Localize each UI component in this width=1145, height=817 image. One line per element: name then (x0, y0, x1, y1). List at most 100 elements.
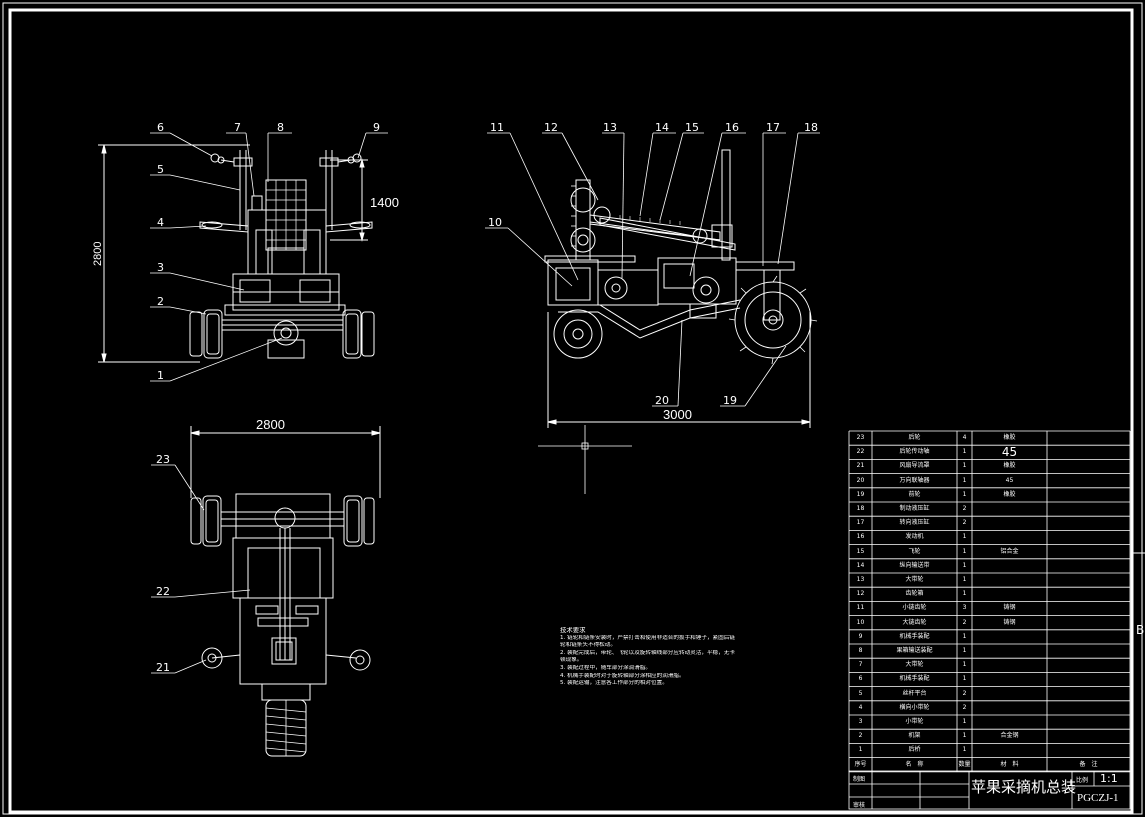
bom-cell-no: 2 (858, 732, 863, 740)
note-line: 3. 装配过程中，随车部分涂润滑脂。 (560, 664, 652, 671)
bom-cell-mat (972, 516, 1047, 530)
bom-cell-qty: 1 (962, 490, 967, 498)
bom-cell-qty: 1 (962, 533, 967, 541)
bom-cell-no: 18 (856, 505, 865, 512)
bom-cell-mat (972, 672, 1047, 686)
bom-cell-name: 果箱输送装配 (896, 647, 933, 654)
bom-cell-qty: 2 (962, 703, 967, 711)
bom-cell-name: 大带轮 (905, 576, 924, 583)
bom-cell-qty: 1 (962, 448, 967, 456)
bom-cell-mat (972, 658, 1047, 672)
front-view (98, 132, 388, 382)
bom-cell-mat: 铝合金 (1000, 547, 1019, 555)
bom-cell-mat (972, 502, 1047, 516)
bom-cell-no: 5 (858, 689, 863, 697)
callout-17: 17 (766, 121, 780, 134)
bom-cell-name: 齿轮箱 (905, 590, 924, 598)
bom-cell-no: 10 (856, 618, 865, 626)
front-view-labels: 2800 1400 6 7 8 9 5 4 3 2 1 (92, 121, 399, 382)
bom-cell-name: 机械手装配 (899, 675, 930, 683)
callout-7: 7 (234, 121, 241, 134)
bom-cell-qty: 2 (962, 689, 967, 697)
bom-cell-no: 9 (858, 632, 863, 640)
callout-10: 10 (488, 216, 502, 229)
bom-cell-mat: 橡胶 (1003, 434, 1016, 441)
callout-5: 5 (157, 163, 164, 176)
bom-cell-no: 8 (858, 647, 863, 654)
bom-cell-name: 前轮 (908, 490, 921, 498)
note-line: 1. 链轮和链条安装时，严禁打击和使用非适合的扳手和锤子，紧固后链 (560, 634, 735, 641)
bom-cell-name: 发动机 (905, 533, 924, 541)
bom-grid (848, 430, 1131, 773)
bom-row: 5 丝杆平台 2 (849, 687, 1130, 701)
bom-cell-name: 飞轮 (908, 547, 921, 555)
callout-18: 18 (804, 121, 818, 134)
bom-cell-mat (972, 687, 1047, 701)
drawn-label: 制图 (853, 776, 866, 783)
dim-side-length: 3000 (663, 407, 692, 422)
bom-cell-name: 后轮 (908, 434, 921, 441)
side-view-labels: 3000 11 12 13 14 15 16 17 18 10 20 19 (488, 121, 818, 422)
bom-cell-no: 6 (858, 675, 863, 683)
bom-cell-qty: 1 (962, 462, 967, 470)
bom-cell-mat: 橡胶 (1003, 462, 1016, 470)
callout-11: 11 (490, 121, 504, 134)
bom-cell-qty: 1 (962, 476, 967, 484)
bom-cell-no: 20 (856, 476, 865, 484)
callout-13: 13 (603, 121, 617, 134)
bom-cell-qty: 4 (962, 434, 967, 441)
bom-cell-mat (972, 559, 1047, 573)
bom-cell-mat (972, 573, 1047, 587)
bom-header-qty: 数量 (958, 760, 971, 768)
title-block-grid (848, 770, 1131, 810)
bom-cell-no: 14 (856, 561, 865, 569)
callout-16: 16 (725, 121, 739, 134)
callout-3: 3 (157, 261, 164, 274)
callout-12: 12 (544, 121, 558, 134)
scale-label: 比例 (1076, 777, 1089, 784)
callout-15: 15 (685, 121, 699, 134)
notes-heading: 技术要求 (560, 627, 586, 634)
bom-cell-qty: 1 (962, 732, 967, 740)
bom-cell-mat (972, 715, 1047, 729)
drawing-code: PGCZJ-1 (1077, 792, 1119, 804)
top-view-labels: 2800 23 22 21 (156, 417, 285, 674)
dim-front-height: 2800 (92, 242, 104, 266)
bom-cell-name: 丝杆平台 (902, 689, 927, 697)
drawing-title: 苹果采摘机总装 (971, 778, 1077, 796)
bom-header: 序号名 称数量材 料备 注 (849, 758, 1130, 772)
bom-cell-mat (972, 587, 1047, 601)
bom-cell-qty: 1 (962, 647, 967, 654)
note-line: 5. 装配运输，注意各工作部分的相对位置。 (560, 680, 668, 687)
bom-cell-mat (972, 701, 1047, 715)
bom-cell-mat (972, 743, 1047, 757)
bom-cell-qty: 1 (962, 590, 967, 598)
bom-header-rem: 备 注 (1079, 760, 1098, 768)
side-view (485, 132, 820, 494)
callout-9: 9 (373, 121, 380, 134)
bom-cell-no: 22 (856, 448, 865, 456)
bom-cell-name: 后桥 (908, 746, 921, 754)
checked-label: 审核 (853, 802, 866, 809)
bom-cell-mat: 铸钢 (1003, 604, 1016, 612)
bom-cell-qty: 3 (962, 604, 967, 612)
bom-cell-no: 11 (856, 604, 865, 612)
note-line: 轮和链条头不得松动。 (560, 642, 616, 649)
bom-cell-name: 大带轮 (905, 661, 924, 669)
top-view (151, 426, 381, 757)
bom-cell-name: 小带轮 (905, 718, 924, 725)
